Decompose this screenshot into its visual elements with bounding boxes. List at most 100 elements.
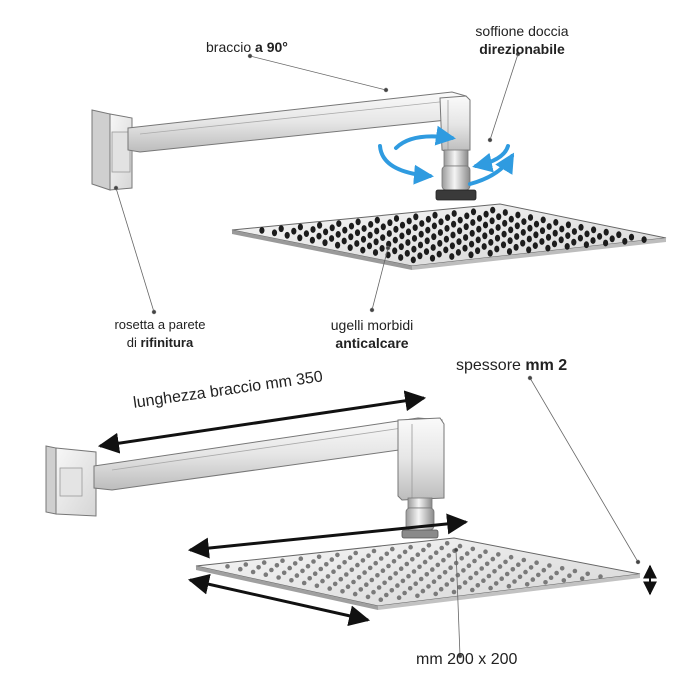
nozzle (451, 589, 457, 595)
nozzle (410, 256, 416, 264)
nozzle (445, 214, 451, 222)
nozzle (360, 558, 366, 563)
nozzle (378, 597, 384, 602)
nozzle (444, 582, 450, 587)
nozzle (439, 545, 445, 551)
head-size-label: mm 200 x 200 (416, 651, 518, 668)
nozzle (554, 570, 559, 576)
nozzle (353, 550, 359, 556)
nozzle (281, 570, 287, 576)
nozzle (442, 570, 448, 575)
nozzle (482, 221, 489, 229)
nozzle (482, 232, 488, 240)
nozzle (475, 583, 481, 588)
nozzle (373, 238, 379, 246)
nozzle (289, 578, 294, 583)
nozzle (527, 224, 533, 232)
nozzle (641, 236, 647, 244)
nozzle (369, 577, 375, 583)
nozzle (338, 576, 344, 582)
nozzle (371, 589, 376, 595)
nozzle (561, 578, 567, 583)
nozzle (500, 241, 507, 249)
nozzle (263, 572, 269, 577)
nozzle (398, 566, 404, 571)
nozzle (386, 230, 392, 237)
nozzle (373, 560, 379, 566)
nozzle (336, 564, 342, 570)
nozzle (392, 247, 398, 255)
nozzle (591, 226, 597, 234)
nozzle (423, 248, 430, 256)
nozzle (225, 564, 230, 569)
nozzle (271, 229, 278, 237)
nozzle (316, 554, 322, 560)
nozzle (488, 239, 494, 246)
nozzle (324, 562, 329, 567)
nozzle (495, 224, 501, 231)
nozzle (340, 589, 345, 594)
nozzle (547, 563, 552, 568)
nozzle (455, 249, 461, 256)
nozzle (449, 242, 455, 250)
nozzle (341, 237, 347, 245)
nozzle (269, 567, 274, 573)
nozzle (379, 245, 385, 252)
nozzle (261, 560, 267, 565)
nozzle (457, 543, 463, 549)
nozzle (496, 552, 501, 557)
nozzle (349, 567, 355, 573)
nozzle (367, 231, 373, 239)
nozzle (490, 556, 496, 562)
nozzle (483, 210, 489, 218)
nozzle (284, 231, 290, 239)
nozzle (437, 574, 442, 580)
nozzle (475, 247, 481, 255)
nozzle (417, 252, 423, 260)
nozzle (348, 233, 354, 241)
nozzle (527, 214, 534, 221)
nozzle (446, 553, 452, 558)
nozzle (571, 228, 578, 235)
nozzle (552, 229, 558, 237)
nozzle (558, 236, 564, 244)
nozzle (438, 218, 444, 226)
arm-angle-label: braccio a 90° (206, 39, 288, 55)
nozzle (406, 217, 412, 225)
nozzle (464, 212, 470, 220)
nozzle (413, 581, 419, 586)
nozzle (463, 234, 469, 241)
nozzle (404, 249, 410, 257)
nozzle (431, 222, 437, 230)
nozzle (470, 546, 476, 552)
nozzle (461, 568, 466, 573)
nozzle (294, 573, 300, 578)
nozzle (342, 226, 348, 234)
nozzle (567, 573, 572, 578)
nozzle (504, 571, 510, 577)
nozzle (516, 562, 521, 567)
nozzle (300, 568, 305, 574)
nozzle (469, 229, 475, 237)
nozzle (345, 584, 351, 589)
nozzle (459, 556, 465, 561)
nozzle (492, 569, 497, 574)
nozzle (487, 249, 493, 257)
nozzle (486, 573, 492, 579)
shower-arm-bottom (93, 417, 443, 491)
nozzle (368, 221, 374, 228)
nozzle (528, 565, 534, 570)
nozzle (335, 552, 340, 558)
nozzle (390, 546, 395, 552)
nozzle (431, 579, 437, 584)
nozzle (372, 249, 379, 256)
nozzle (484, 561, 490, 567)
nozzle (387, 575, 393, 581)
nozzle (603, 239, 609, 247)
nozzle (309, 236, 315, 244)
nozzle (425, 215, 431, 223)
nozzle (301, 580, 307, 586)
nozzle (386, 563, 391, 569)
nozzle (590, 237, 596, 244)
nozzle (297, 234, 303, 242)
